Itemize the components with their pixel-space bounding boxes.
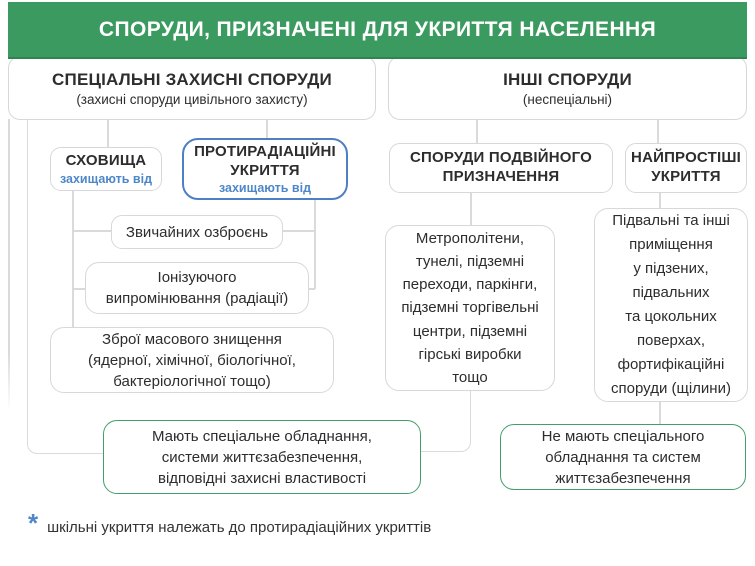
dual-purpose-examples-text: Метрополітени, тунелі, підземні переходи… (401, 229, 539, 387)
outcome-have-equipment-text: Мають спеціальне обладнання, системи жит… (152, 427, 372, 487)
connector-simplest-to-basement (659, 193, 661, 209)
outcome-no-equipment-box: Не мають спеціального обладнання та сист… (500, 424, 746, 490)
connector-left-outer-rail (8, 119, 10, 411)
radiation-shelters-box: ПРОТИРАДІАЦІЙНІ УКРИТТЯ захищають від (182, 138, 348, 200)
dual-purpose-title: СПОРУДИ ПОДВІЙНОГО ПРИЗНАЧЕННЯ (409, 149, 593, 185)
shelters-title: СХОВИЩА (65, 152, 147, 170)
threat-conventional-text: Звичайних озброєнь (125, 223, 269, 241)
footnote-text: шкільні укриття належать до протирадіаці… (47, 519, 432, 536)
title-banner: СПОРУДИ, ПРИЗНАЧЕНІ ДЛЯ УКРИТТЯ НАСЕЛЕНН… (8, 2, 747, 59)
connector-radiation-trunk (314, 200, 316, 289)
dual-purpose-box: СПОРУДИ ПОДВІЙНОГО ПРИЗНАЧЕННЯ (389, 143, 613, 193)
connector-header-to-radiation (266, 119, 268, 139)
asterisk-icon: * (28, 508, 39, 538)
outcome-no-equipment-text: Не мають спеціального обладнання та сист… (541, 427, 705, 487)
threat-wmd-text: Зброї масового знищення (ядерної, хімічн… (88, 330, 296, 390)
connector-header-to-shelters (107, 119, 109, 148)
footnote: * шкільні укриття належать до протирадіа… (28, 510, 431, 536)
left-header-subtitle: (захисні споруди цивільного захисту) (76, 91, 308, 107)
connector-dual-to-metro (470, 193, 472, 226)
connector-header-to-simplest (657, 119, 659, 144)
connector-basement-to-outcome-right (659, 402, 661, 425)
connector-left-trunk-to-outcome (27, 119, 107, 454)
connector-stub-threat2-right (308, 288, 315, 290)
threat-radiation-text: Іонізуючого випромінювання (радіації) (105, 269, 289, 307)
outcome-have-equipment-box: Мають спеціальне обладнання, системи жит… (103, 420, 421, 494)
connector-stub-threat1-left (72, 230, 112, 232)
shelters-box: СХОВИЩА захищають від (50, 147, 162, 191)
connector-stub-threat2-left (72, 288, 86, 290)
shelters-subtitle: захищають від (59, 171, 153, 186)
connector-shelters-trunk (72, 191, 74, 328)
radiation-subtitle: захищають від (218, 181, 312, 196)
simplest-shelters-box: НАЙПРОСТІШІ УКРИТТЯ (625, 143, 747, 193)
connector-metro-to-outcome-left (421, 391, 471, 452)
left-header-title: СПЕЦІАЛЬНІ ЗАХИСНІ СПОРУДИ (52, 69, 332, 89)
threat-wmd-box: Зброї масового знищення (ядерної, хімічн… (50, 327, 334, 393)
connector-stub-threat1-right (283, 230, 315, 232)
threat-conventional-box: Звичайних озброєнь (111, 215, 283, 249)
right-header-title: ІНШІ СПОРУДИ (503, 69, 632, 89)
page-title: СПОРУДИ, ПРИЗНАЧЕНІ ДЛЯ УКРИТТЯ НАСЕЛЕНН… (98, 17, 657, 41)
dual-purpose-examples-box: Метрополітени, тунелі, підземні переходи… (385, 225, 555, 391)
right-column-header: ІНШІ СПОРУДИ (неспеціальні) (388, 56, 747, 120)
simplest-examples-text: Підвальні та інші приміщення у підзених,… (611, 212, 731, 397)
simplest-shelters-title: НАЙПРОСТІШІ УКРИТТЯ (631, 149, 741, 185)
left-column-header: СПЕЦІАЛЬНІ ЗАХИСНІ СПОРУДИ (захисні спор… (8, 56, 376, 120)
threat-radiation-box: Іонізуючого випромінювання (радіації) (85, 262, 309, 314)
simplest-examples-box: Підвальні та інші приміщення у підзених,… (594, 208, 748, 402)
radiation-title: ПРОТИРАДІАЦІЙНІ УКРИТТЯ (194, 142, 336, 179)
connector-header-to-dual (476, 119, 478, 144)
right-header-subtitle: (неспеціальні) (522, 91, 613, 107)
